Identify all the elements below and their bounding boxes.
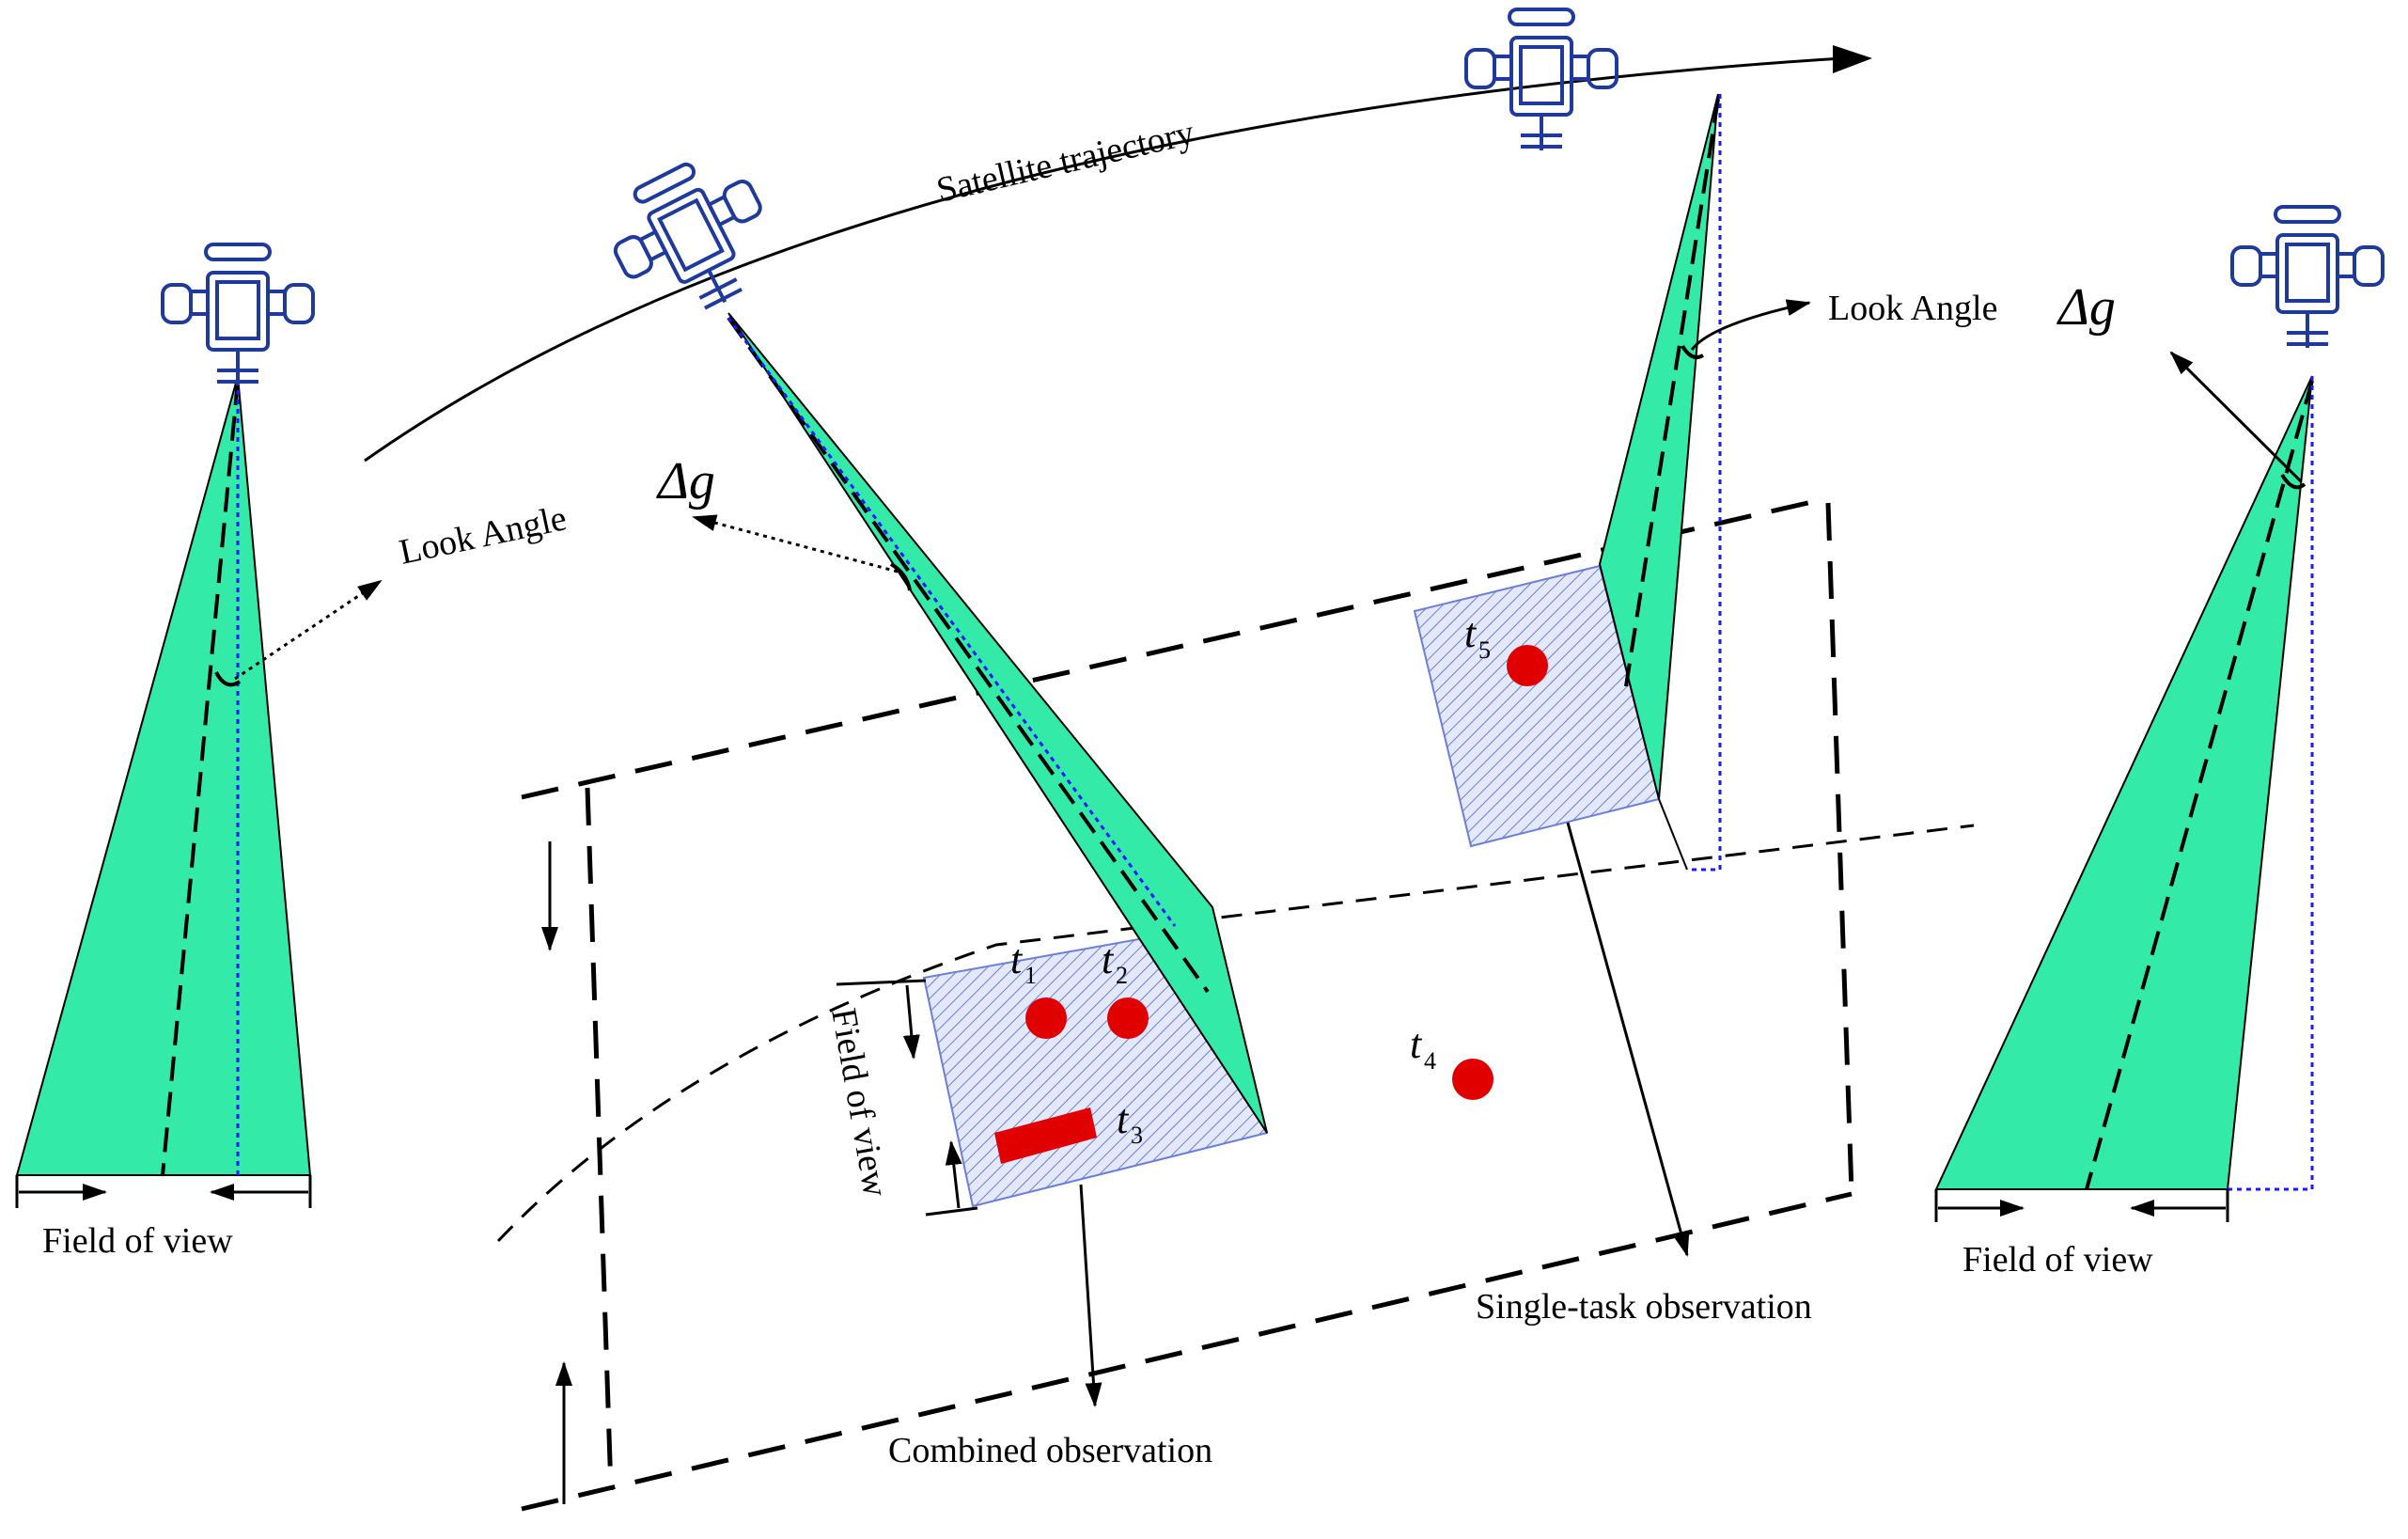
satellite-icon	[1464, 8, 1618, 150]
look-angle-label-left: Look Angle	[396, 498, 570, 573]
target-dot-icon	[1025, 997, 1067, 1039]
fov-label-left: Field of view	[42, 1221, 233, 1261]
look-angle-mark-3	[1681, 344, 1705, 359]
target-dot-icon	[1452, 1059, 1493, 1100]
look-angle-pointer-right	[2169, 351, 2303, 483]
target-t5-sub: 5	[1478, 636, 1491, 664]
target-t2-letter: t	[1102, 936, 1115, 982]
fov-arrow-up	[945, 1140, 962, 1209]
beam-2-nadir	[727, 317, 1177, 927]
beam-2	[727, 312, 1268, 1134]
beam-3-edge	[1658, 798, 1688, 871]
ground-track-curve	[496, 824, 1975, 1243]
satellite-3	[1464, 8, 1722, 872]
target-t5-letter: t	[1464, 610, 1478, 656]
beam-left	[15, 375, 312, 1176]
single-task-observation-arrow	[1566, 822, 1690, 1257]
delta-g-label-right: Δg	[2056, 278, 2116, 337]
target-t1-letter: t	[1010, 936, 1024, 982]
target-rect-icon	[994, 1107, 1097, 1164]
satellite-trajectory-arc	[364, 56, 1843, 463]
fov-tick-bottom	[925, 1206, 978, 1217]
delta-g-label-left: Δg	[656, 452, 715, 510]
beam-3-nadir	[1687, 94, 1722, 872]
beam-right-nadir	[2228, 376, 2314, 1191]
satellite-icon	[613, 162, 762, 310]
target-t4-sub: 4	[1424, 1047, 1436, 1075]
target-t3: t 3	[994, 1096, 1143, 1164]
fov-label-vertical: Field of view	[823, 1005, 896, 1200]
beam-right	[1934, 375, 2313, 1190]
target-dot-icon	[1507, 645, 1548, 686]
satellite-icon	[2230, 205, 2385, 348]
look-angle-pointer-left	[234, 579, 383, 681]
satellite-icon	[161, 243, 315, 385]
target-t4-letter: t	[1410, 1021, 1423, 1067]
look-angle-label-right: Look Angle	[1828, 289, 1997, 328]
target-t5: t 5	[1464, 610, 1548, 686]
target-t4: t 4	[1410, 1021, 1493, 1100]
target-dot-icon	[1107, 997, 1149, 1039]
target-t1-sub: 1	[1024, 962, 1037, 989]
beam-right-center	[2085, 380, 2314, 1190]
look-angle-mark-left	[214, 671, 242, 687]
combined-observation-label: Combined observation	[888, 1431, 1212, 1470]
satellite-left: Field of view	[15, 243, 315, 1261]
target-t2-sub: 2	[1116, 962, 1128, 989]
beam-2-center	[727, 316, 1210, 994]
beam-3-center	[1624, 98, 1720, 687]
target-t3-letter: t	[1117, 1096, 1130, 1142]
target-t1: t 1	[1010, 936, 1067, 1039]
target-t3-sub: 3	[1131, 1122, 1143, 1149]
satellite-trajectory-label: Satellite trajectory	[933, 113, 1198, 211]
combined-observation-arrow	[1079, 1184, 1102, 1407]
single-task-observation-label: Single-task observation	[1476, 1287, 1812, 1327]
fov-arrow-down	[902, 984, 920, 1060]
fov-tick-top	[836, 979, 927, 986]
satellite-2	[613, 162, 1268, 1134]
beam-left-center	[161, 380, 240, 1176]
satellite-right: Field of view	[1934, 205, 2385, 1280]
fov-label-right: Field of view	[1962, 1240, 2153, 1280]
trajectory-arrow-icon	[1833, 45, 1872, 73]
look-angle-mark-2	[889, 562, 912, 591]
look-angle-pointer-3	[1690, 299, 1811, 351]
look-angle-mark-right	[2280, 473, 2306, 490]
beam-3	[1598, 93, 1719, 800]
target-t2: t 2	[1102, 936, 1149, 1039]
look-angle-pointer-2	[692, 514, 899, 573]
